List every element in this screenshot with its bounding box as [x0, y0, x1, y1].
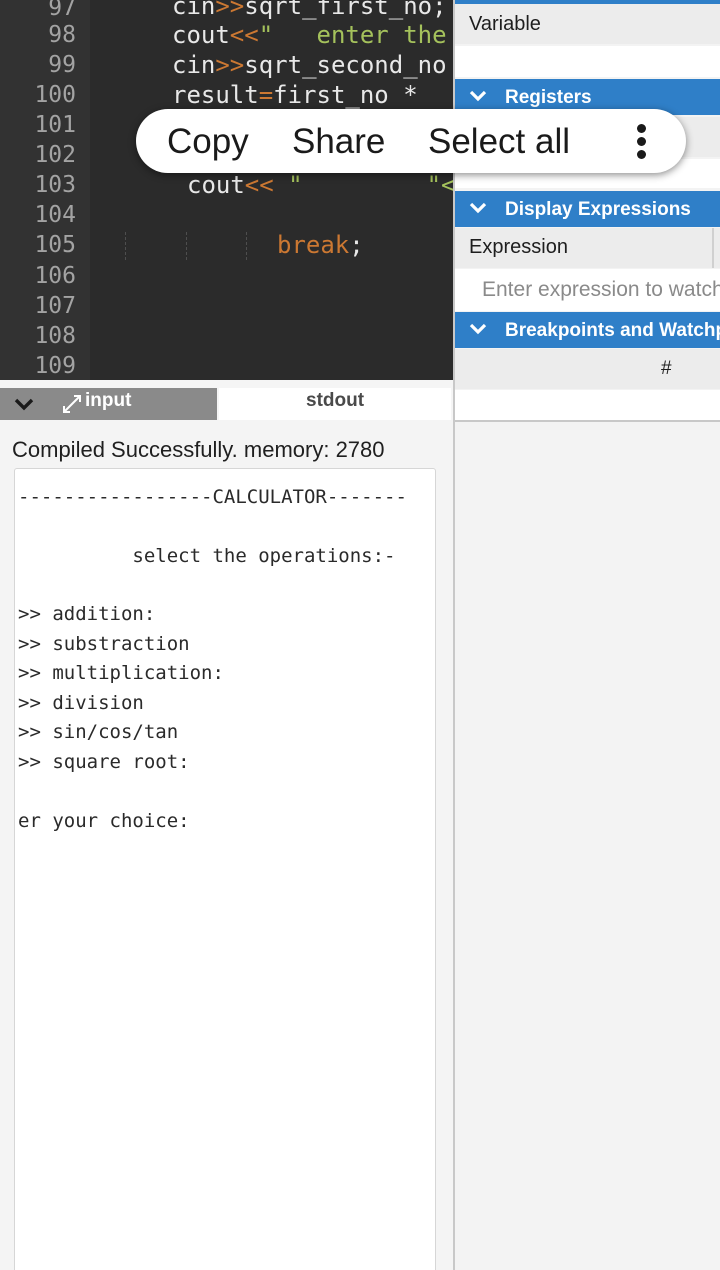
output-line: >> division — [18, 692, 144, 714]
chevron-down-icon[interactable] — [14, 397, 34, 411]
line-number: 109 — [34, 353, 76, 379]
copy-button[interactable]: Copy — [167, 122, 249, 161]
breakpoints-row — [455, 390, 720, 422]
expression-input-placeholder: Enter expression to watch — [482, 278, 720, 301]
text-selection-toolbar: Copy Share Select all — [136, 109, 686, 173]
line-number: 98 — [48, 22, 76, 48]
code-editor[interactable]: 97 98 99 100 101 102 103 104 105 106 107… — [0, 0, 453, 380]
tab-stdout[interactable]: stdout — [219, 388, 451, 420]
code-line[interactable]: result=first_no * — [172, 81, 418, 109]
chevron-down-icon — [469, 202, 487, 214]
code-line[interactable]: cin>>sqrt_second_no — [172, 51, 447, 79]
code-line[interactable]: cout<<" enter the — [172, 21, 447, 49]
tab-input[interactable]: input — [0, 388, 217, 420]
chevron-down-icon — [469, 90, 487, 102]
chevron-down-icon — [469, 323, 487, 335]
variable-header-row — [455, 4, 720, 44]
line-number-gutter — [0, 0, 90, 380]
output-line: select the operations:- — [18, 545, 396, 567]
output-line: >> substraction — [18, 633, 190, 655]
variable-column-header: Variable — [469, 13, 541, 35]
stdout-output[interactable]: -----------------CALCULATOR------- selec… — [14, 468, 436, 1270]
output-line: >> square root: — [18, 751, 190, 773]
expand-icon[interactable] — [60, 392, 84, 416]
line-number: 101 — [34, 112, 76, 138]
output-line: -----------------CALCULATOR------- — [18, 486, 407, 508]
line-number: 104 — [34, 202, 76, 228]
breakpoints-header-row — [455, 349, 720, 389]
line-number: 106 — [34, 263, 76, 289]
expression-column-header: Expression — [469, 236, 568, 258]
output-line: >> addition: — [18, 603, 156, 625]
line-number: 99 — [48, 52, 76, 78]
line-number: 103 — [34, 172, 76, 198]
io-tab-bar: input stdout — [0, 380, 453, 420]
compile-status: Compiled Successfully. memory: 2780 — [12, 437, 385, 462]
output-line: >> multiplication: — [18, 662, 224, 684]
output-line: >> sin/cos/tan — [18, 721, 179, 743]
line-number: 102 — [34, 142, 76, 168]
indent-guide — [125, 232, 126, 260]
breakpoints-section-header[interactable]: Breakpoints and Watchpoints — [455, 312, 720, 348]
line-number: 100 — [34, 82, 76, 108]
more-vertical-icon[interactable] — [637, 124, 647, 160]
share-button[interactable]: Share — [292, 122, 386, 161]
indent-guide — [246, 232, 247, 260]
output-line: er your choice: — [18, 810, 190, 832]
line-number: 97 — [48, 0, 76, 21]
display-expressions-section-header[interactable]: Display Expressions — [455, 191, 720, 227]
expression-header-row — [455, 228, 720, 268]
section-bar-top — [455, 0, 720, 4]
expression-input[interactable] — [455, 269, 720, 311]
debug-panel: Variable Registers Display Expressions E… — [453, 0, 720, 1270]
variable-row — [455, 46, 720, 77]
breakpoints-number-column: # — [661, 358, 672, 379]
code-line[interactable]: cin>>sqrt_first_no; — [172, 0, 447, 20]
code-line[interactable]: cout<< ""< — [187, 171, 453, 199]
line-number: 105 — [34, 232, 76, 258]
indent-guide — [186, 232, 187, 260]
line-number: 107 — [34, 293, 76, 319]
column-divider — [712, 228, 714, 268]
select-all-button[interactable]: Select all — [428, 122, 571, 161]
code-line[interactable]: break; — [277, 231, 364, 259]
line-number: 108 — [34, 323, 76, 349]
